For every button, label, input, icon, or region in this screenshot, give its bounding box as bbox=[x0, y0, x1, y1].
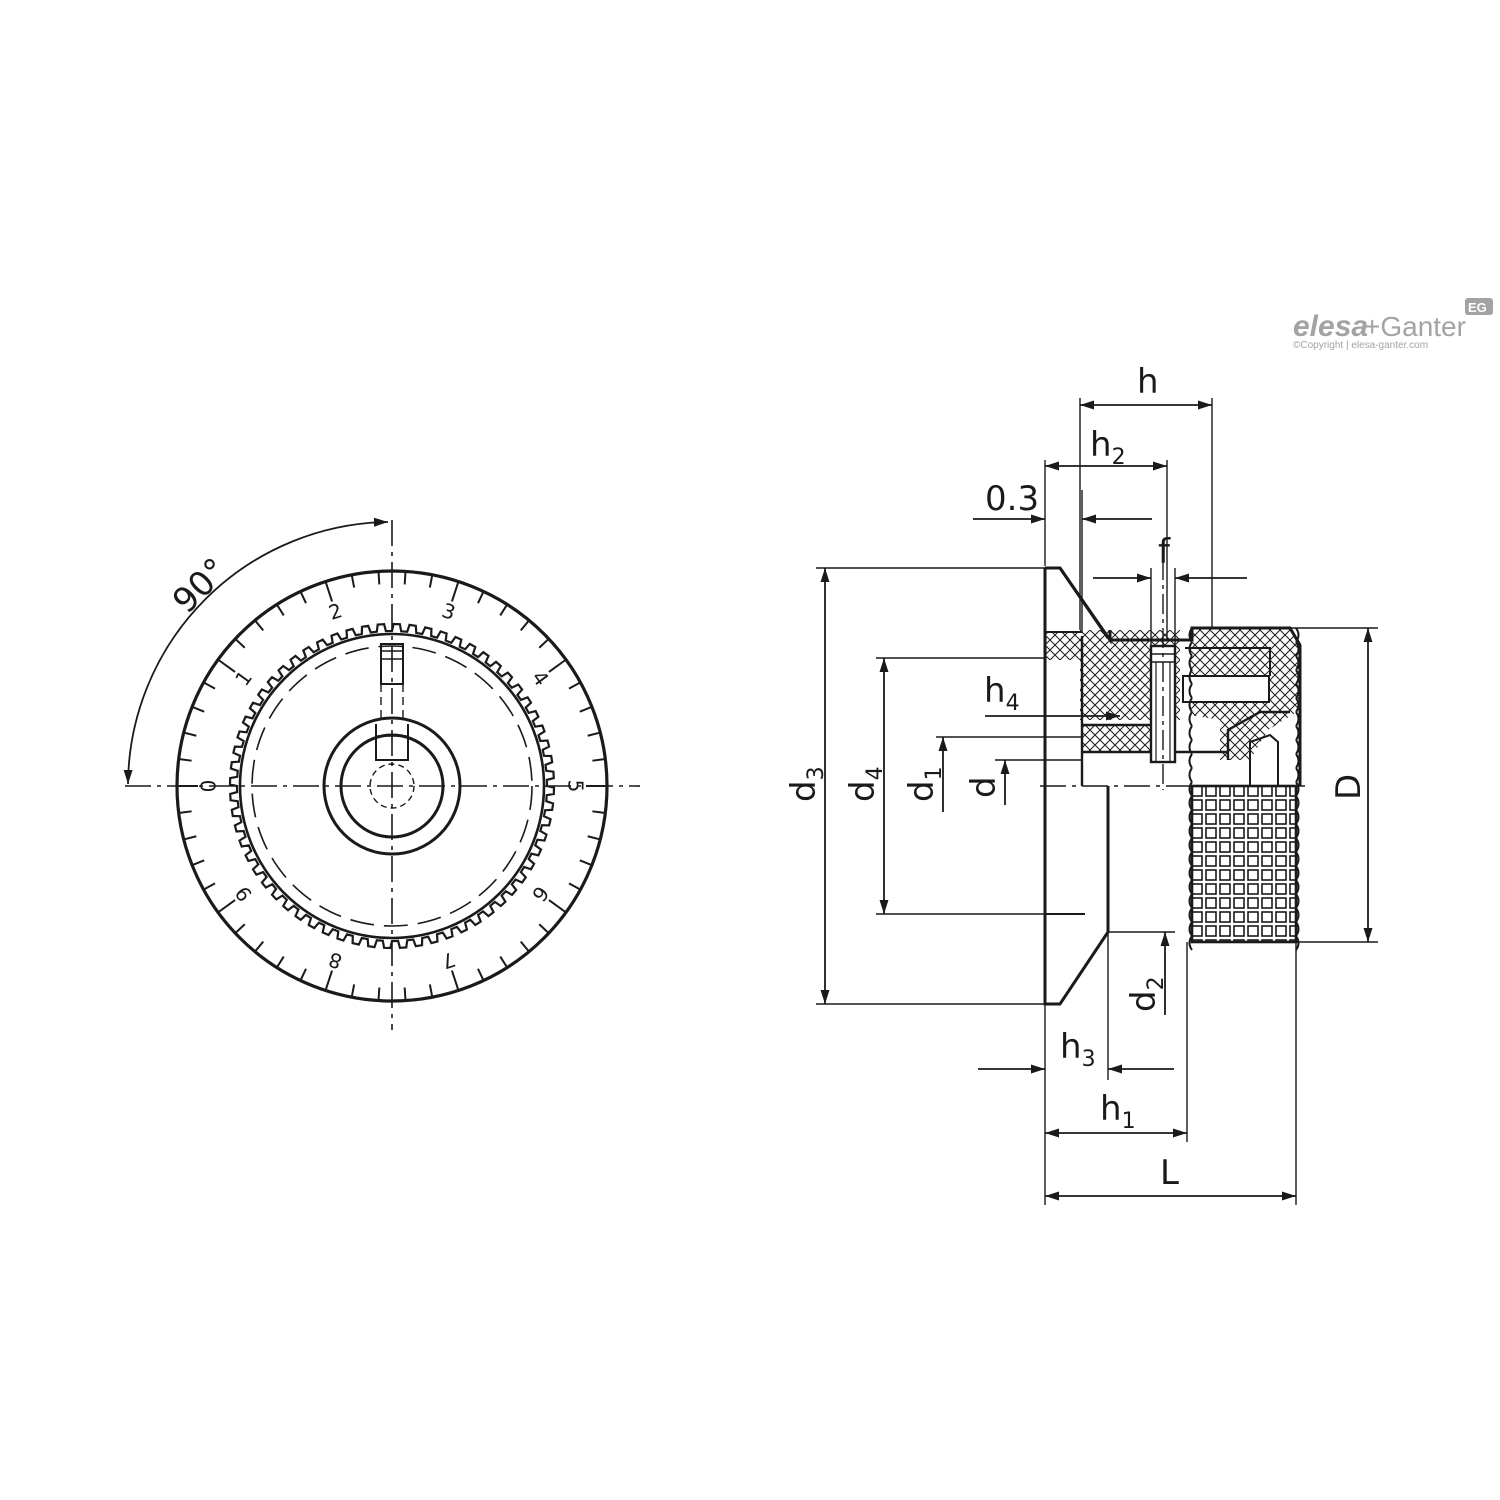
dim-label-D: D bbox=[1329, 774, 1369, 800]
dial-tick bbox=[203, 681, 216, 690]
side-view: h h2 0.3 f h4 d3 d4 d1 bbox=[784, 362, 1378, 1205]
dial-tick bbox=[568, 681, 581, 690]
section-hatch-hub bbox=[1082, 725, 1170, 752]
dial-tick bbox=[428, 574, 434, 588]
dial-tick bbox=[299, 968, 307, 981]
dial-tick bbox=[178, 758, 192, 762]
dim-label-d2: d2 bbox=[1124, 976, 1169, 1012]
front-view: 0 1 2 3 4 5 6 7 8 9 90° bbox=[123, 517, 640, 1030]
dial-tick bbox=[324, 970, 334, 991]
dial-tick bbox=[191, 859, 205, 867]
dial-tick bbox=[254, 619, 265, 631]
knurl-ring-inner bbox=[238, 632, 546, 940]
scale-number: 5 bbox=[564, 780, 588, 793]
dim-label-h3: h3 bbox=[1060, 1027, 1096, 1072]
dial-tick bbox=[499, 956, 509, 969]
brand-badge: EG bbox=[1468, 300, 1487, 315]
brand-word-ganter: +Ganter bbox=[1364, 311, 1466, 342]
knob-outline-upper bbox=[1110, 626, 1302, 786]
dial-tick bbox=[450, 970, 460, 991]
knob-inner-step bbox=[1249, 733, 1279, 786]
dial-tick bbox=[403, 571, 407, 585]
dial-tick bbox=[183, 835, 197, 841]
dial-tick bbox=[477, 968, 485, 981]
angle-label-90: 90° bbox=[165, 550, 236, 621]
scale-number: 6 bbox=[527, 882, 554, 906]
dial-tick bbox=[519, 619, 530, 631]
section-hatch-skirt bbox=[1045, 632, 1082, 660]
dim-label-f: f bbox=[1158, 532, 1171, 572]
scale-number: 8 bbox=[326, 947, 346, 974]
dial-tick bbox=[178, 810, 192, 814]
scale-number: 1 bbox=[230, 666, 257, 690]
dim-label-d4: d4 bbox=[843, 766, 888, 802]
scale-number: 4 bbox=[527, 666, 554, 690]
hub-outer-circle bbox=[322, 716, 462, 856]
flange-taper-upper bbox=[1058, 567, 1110, 639]
dial-tick bbox=[217, 899, 236, 914]
dial-tick bbox=[579, 859, 593, 867]
dial-tick bbox=[538, 638, 550, 649]
knob-inner-profile bbox=[1226, 710, 1290, 760]
dial-tick bbox=[592, 758, 606, 762]
inner-dashed-ring bbox=[251, 645, 533, 927]
dial-tick bbox=[450, 581, 460, 602]
brand-word-elesa: elesa bbox=[1293, 310, 1368, 343]
dial-tick bbox=[428, 984, 434, 998]
scale-number: 7 bbox=[439, 947, 459, 974]
section-pocket bbox=[1185, 647, 1271, 676]
dial-tick bbox=[203, 882, 216, 891]
bore-hidden-circle bbox=[369, 763, 415, 809]
dial-tick bbox=[568, 882, 581, 891]
dim-label-d3: d3 bbox=[784, 766, 829, 802]
angle-arc-90 bbox=[123, 517, 389, 785]
dial-tick bbox=[299, 591, 307, 604]
dim-label-h: h bbox=[1137, 362, 1159, 402]
dim-label-L: L bbox=[1160, 1153, 1179, 1193]
dial-tick bbox=[275, 956, 285, 969]
dial-tick bbox=[592, 810, 606, 814]
dial-tick bbox=[191, 705, 205, 713]
dial-tick bbox=[499, 603, 509, 616]
dial-tick bbox=[538, 923, 550, 934]
dial-tick bbox=[234, 923, 246, 934]
dial-tick bbox=[217, 658, 236, 673]
dial-tick bbox=[377, 987, 381, 1001]
dial-tick bbox=[548, 899, 567, 914]
brand-copyright: ©Copyright | elesa-ganter.com bbox=[1293, 340, 1428, 351]
dial-tick bbox=[234, 638, 246, 649]
dim-label-h4: h4 bbox=[984, 671, 1020, 716]
dial-tick bbox=[403, 987, 407, 1001]
dial-tick bbox=[350, 984, 356, 998]
dial-tick bbox=[377, 571, 381, 585]
dim-label-offset: 0.3 bbox=[985, 479, 1039, 519]
section-slot bbox=[1182, 675, 1270, 703]
dial-tick bbox=[254, 941, 265, 953]
brand-badge-box bbox=[1465, 298, 1493, 315]
scale-number: 9 bbox=[230, 882, 257, 906]
scale-number: 3 bbox=[439, 598, 459, 625]
dim-label-h1: h1 bbox=[1100, 1089, 1136, 1134]
dial-tick bbox=[579, 705, 593, 713]
dial-tick bbox=[587, 731, 601, 737]
dim-label-h2: h2 bbox=[1090, 425, 1126, 470]
scale-number: 0 bbox=[197, 780, 221, 793]
dial-tick bbox=[324, 581, 334, 602]
dim-label-d1: d1 bbox=[902, 766, 947, 802]
brand-logo: elesa +Ganter EG ©Copyright | elesa-gant… bbox=[1293, 298, 1493, 351]
knurled-grip-ring bbox=[228, 622, 556, 950]
scale-number: 2 bbox=[326, 598, 346, 625]
dial-tick bbox=[548, 658, 567, 673]
knurl-teeth bbox=[228, 622, 556, 950]
dial-tick bbox=[350, 574, 356, 588]
dial-tick bbox=[587, 835, 601, 841]
dim-label-d: d bbox=[964, 776, 1004, 798]
dial-tick bbox=[519, 941, 530, 953]
dial-tick bbox=[275, 603, 285, 616]
dial-tick bbox=[183, 731, 197, 737]
knurl-lower bbox=[1190, 784, 1298, 944]
dial-tick bbox=[477, 591, 485, 604]
hub-bore-circle bbox=[339, 733, 445, 839]
